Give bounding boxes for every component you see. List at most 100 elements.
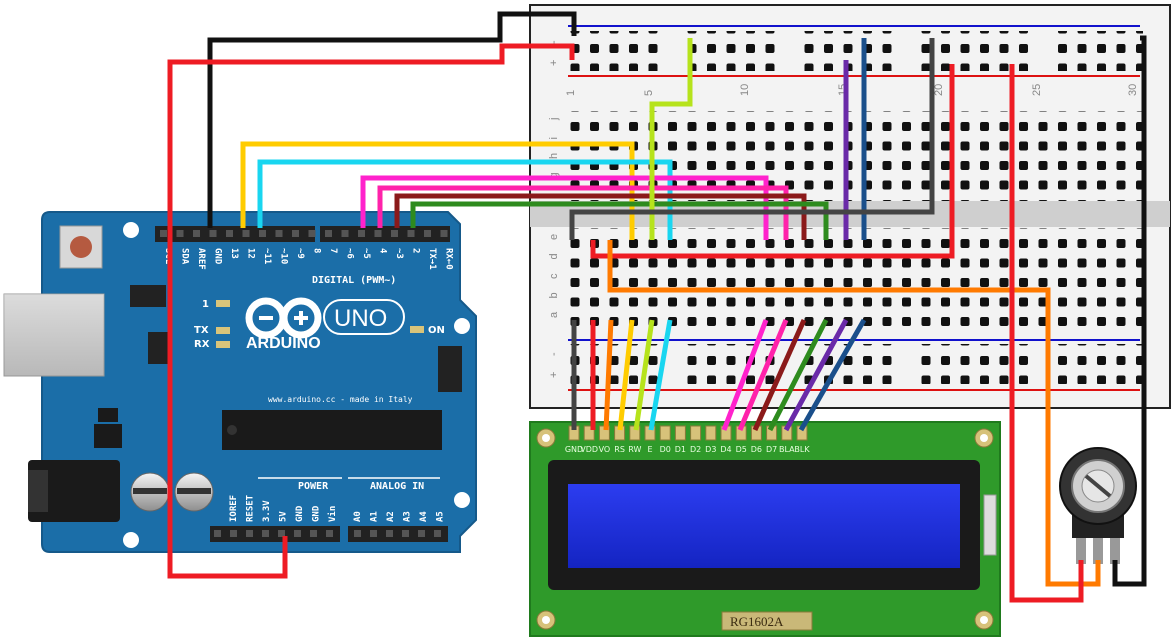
row-letter: a	[548, 311, 560, 318]
analog-pin-label: A0	[353, 511, 363, 522]
power-pin-label: GND	[295, 505, 305, 522]
atmega-chip	[222, 410, 442, 450]
lcd-pin-label: BLK	[794, 445, 810, 454]
lcd-pin-label: D6	[751, 445, 762, 454]
reset-button-cap	[70, 236, 92, 258]
mount-hole	[123, 222, 139, 238]
wire-pin3-maroon	[394, 193, 807, 240]
wire-pin12-yellow	[240, 141, 635, 240]
mount-hole	[454, 492, 470, 508]
row-letter: e	[548, 234, 560, 240]
tx-label: TX	[194, 325, 209, 336]
arduino-logo: ARDUINO UNO	[245, 297, 405, 352]
lcd-pin-label: D2	[690, 445, 701, 454]
row-letter: d	[548, 253, 560, 259]
rail-plus-label-top: +	[548, 60, 560, 66]
lcd-pin-label: D3	[705, 445, 716, 454]
column-number: 1	[565, 90, 577, 96]
icsp-header	[130, 285, 166, 307]
terminal-holes-bottom	[565, 228, 1143, 326]
model-text: UNO	[334, 305, 387, 332]
power-pin-label: 3.3V	[262, 500, 272, 522]
lcd-pin-label: VDD	[580, 445, 598, 454]
lead-blk	[798, 318, 867, 432]
led-on	[410, 326, 424, 333]
power-pin-label: GND	[312, 505, 322, 522]
wire-vdd-red	[590, 64, 955, 259]
digital-pin-label: ~10	[279, 248, 289, 264]
lead-rw	[633, 319, 655, 431]
lead-vo	[603, 319, 614, 431]
digital-pin-label: AREF	[196, 248, 206, 270]
digital-pin-label: ~5	[361, 248, 371, 259]
lcd-pin-label: BLA	[779, 445, 795, 454]
wire-pin2-green	[410, 201, 829, 240]
led-l	[216, 300, 230, 307]
digital-pin-label: 8	[312, 248, 322, 253]
on-label: ON	[428, 325, 445, 336]
wires	[167, 11, 1147, 603]
wire-5v-red	[167, 43, 575, 579]
digital-pin-label: TX→1	[427, 248, 437, 270]
power-pin-label: IOREF	[229, 495, 239, 522]
wire-gnd-gray	[569, 38, 935, 240]
power-pin-label: 5V	[279, 511, 289, 522]
wire-pin11-cyan	[257, 159, 673, 240]
analog-pin-label: A4	[419, 511, 429, 522]
lcd-pin-label: D7	[766, 445, 777, 454]
lead-d5	[737, 319, 789, 431]
footer-text: www.arduino.cc - made in Italy	[268, 395, 413, 404]
rail-holes-bottom	[565, 344, 1143, 384]
digital-pin-label: RX←0	[444, 248, 454, 270]
lead-rs	[617, 319, 635, 431]
power-label: POWER	[298, 481, 329, 492]
rail-plus-label-bottom: +	[548, 372, 560, 378]
potentiometer[interactable]	[1059, 447, 1137, 564]
wire-pin5-magenta	[360, 175, 769, 240]
power-header	[210, 526, 340, 542]
digital-pin-label: 4	[378, 248, 388, 254]
wire-pot-red	[1009, 64, 1084, 603]
row-letter: c	[548, 273, 560, 279]
lead-d6	[752, 318, 807, 432]
column-number: 25	[1031, 84, 1043, 96]
rail-holes-top	[565, 31, 1143, 71]
row-letter: i	[548, 137, 560, 139]
mount-hole	[454, 318, 470, 334]
wire-vo-orange	[607, 240, 1101, 587]
led-l-label: 1	[202, 299, 209, 310]
rail-minus-label-bottom: -	[548, 352, 560, 356]
rx-label: RX	[194, 339, 210, 350]
analog-header	[348, 526, 448, 542]
wire-pot-black	[1112, 35, 1147, 587]
digital-pin-label: SDA	[180, 248, 190, 265]
lcd-model-plate	[721, 611, 813, 631]
regulator	[98, 408, 118, 422]
analog-pin-label: A5	[436, 511, 446, 522]
analog-pin-label: A1	[370, 511, 380, 522]
led-rx	[216, 341, 230, 348]
lcd-pin-label: RW	[628, 445, 641, 454]
lead-e	[648, 319, 673, 431]
lcd-screen	[568, 484, 960, 568]
digital-pin-label: 12	[246, 248, 256, 259]
column-number: 10	[739, 84, 751, 96]
lcd-pin-label: E	[647, 445, 652, 454]
wire-rw-lime	[649, 38, 693, 240]
lead-bla	[783, 318, 849, 432]
power-jack	[28, 460, 120, 522]
digital-pin-label: GND	[213, 248, 223, 265]
row-letter: b	[548, 292, 560, 298]
row-letter: h	[548, 153, 560, 159]
analog-label: ANALOG IN	[370, 481, 424, 492]
analog-pin-label: A2	[386, 511, 396, 522]
lcd-pin-label: D0	[660, 445, 671, 454]
led-tx	[216, 327, 230, 334]
digital-pin-label: 13	[229, 248, 239, 259]
mount-hole	[123, 532, 139, 548]
